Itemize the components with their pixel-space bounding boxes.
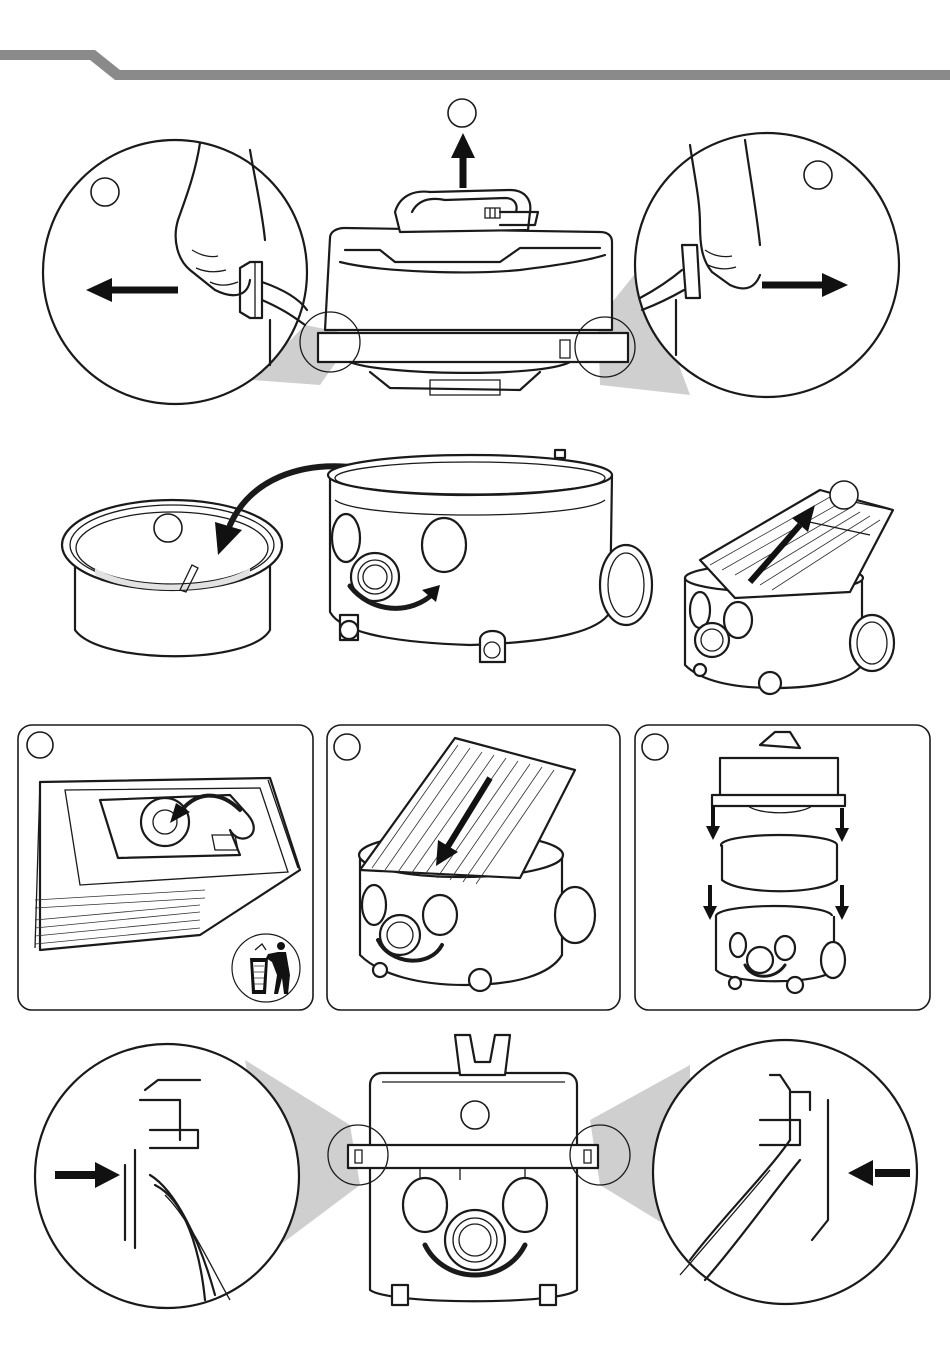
step-circle-6 xyxy=(27,732,53,758)
motor-head-top xyxy=(300,133,635,395)
bag-removal-tank xyxy=(685,490,894,694)
zoom-circle-left-lock xyxy=(35,1044,299,1308)
header-bar xyxy=(0,50,950,80)
zoom-circle-right-clip xyxy=(635,133,899,397)
zoom-circle-left-clip xyxy=(43,140,307,404)
panel-reassemble xyxy=(635,725,930,1010)
panel-insert-bag xyxy=(327,725,620,1010)
step-circle-8 xyxy=(642,734,668,760)
step-circle-9 xyxy=(461,1101,489,1129)
zoom-circle-right-lock xyxy=(653,1040,917,1304)
step-circle-2 xyxy=(448,99,476,127)
step-circle-5 xyxy=(830,481,858,509)
step-circle-4 xyxy=(154,514,182,542)
step-circle-3 xyxy=(804,161,832,189)
step-circle-7 xyxy=(334,734,360,760)
row1-lift-motor-head xyxy=(43,99,899,404)
row4-lock-clips xyxy=(35,1035,917,1308)
vacuum-front-view xyxy=(328,1035,630,1305)
vacuum-tank xyxy=(328,450,652,662)
row2-remove-filter-and-bag xyxy=(62,450,894,694)
panel-close-bag xyxy=(18,725,313,1010)
step-circle-1 xyxy=(91,178,119,206)
trash-bin-icon xyxy=(232,934,300,1002)
row3-panels xyxy=(18,725,930,1010)
